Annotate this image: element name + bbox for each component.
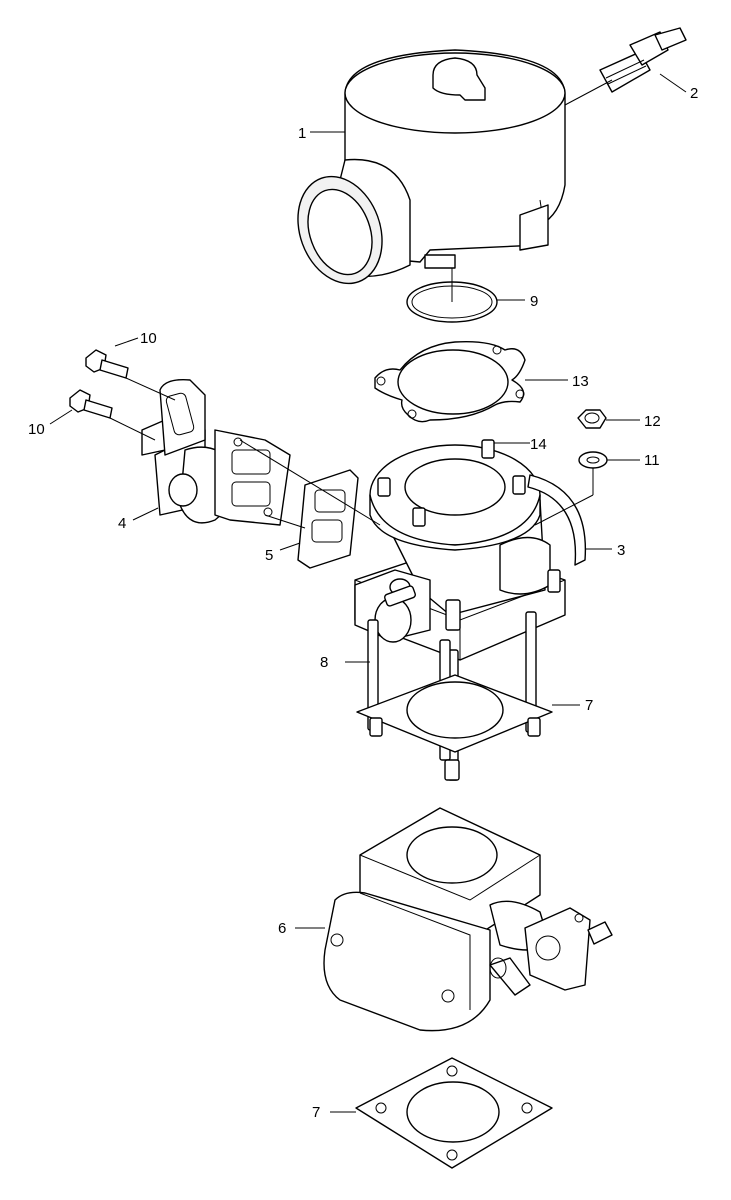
callout-labels: 1 2 3 4 5 6 7 7 8 9 10 10 11 12 13 14	[28, 85, 698, 1121]
callout-3: 3	[617, 542, 625, 559]
part-7-gasket-upper	[356, 674, 553, 781]
callout-8: 8	[320, 654, 328, 671]
part-1-air-cleaner-housing	[297, 49, 566, 285]
callout-14: 14	[530, 436, 547, 453]
callout-10-upper: 10	[140, 330, 157, 347]
callout-4: 4	[118, 515, 126, 532]
callout-1: 1	[298, 125, 306, 142]
callout-13: 13	[572, 373, 589, 390]
callout-2: 2	[690, 85, 698, 102]
callout-6: 6	[278, 920, 286, 937]
callout-10-lower: 10	[28, 421, 45, 438]
part-6-lower-housing	[323, 807, 613, 1032]
callout-9: 9	[530, 293, 538, 310]
leader-lines	[49, 73, 687, 1113]
part-10-bolt-upper	[85, 349, 129, 379]
part-13-gasket	[374, 340, 526, 423]
part-2-hose-fitting	[599, 27, 687, 93]
callout-11: 11	[644, 452, 660, 469]
part-10-bolt-lower	[69, 389, 113, 419]
part-7-gasket-lower	[355, 1057, 553, 1169]
callout-12: 12	[644, 413, 661, 430]
part-3-throttle-body	[354, 444, 587, 661]
callout-5: 5	[265, 547, 273, 564]
part-12-nut	[577, 409, 607, 429]
callout-7-lower: 7	[312, 1104, 320, 1121]
part-5-iac-gasket	[297, 469, 359, 569]
callout-7-upper: 7	[585, 697, 593, 714]
part-14-stud	[377, 439, 561, 631]
part-11-washer	[578, 451, 608, 469]
part-4-idle-air-control-valve	[141, 379, 291, 526]
